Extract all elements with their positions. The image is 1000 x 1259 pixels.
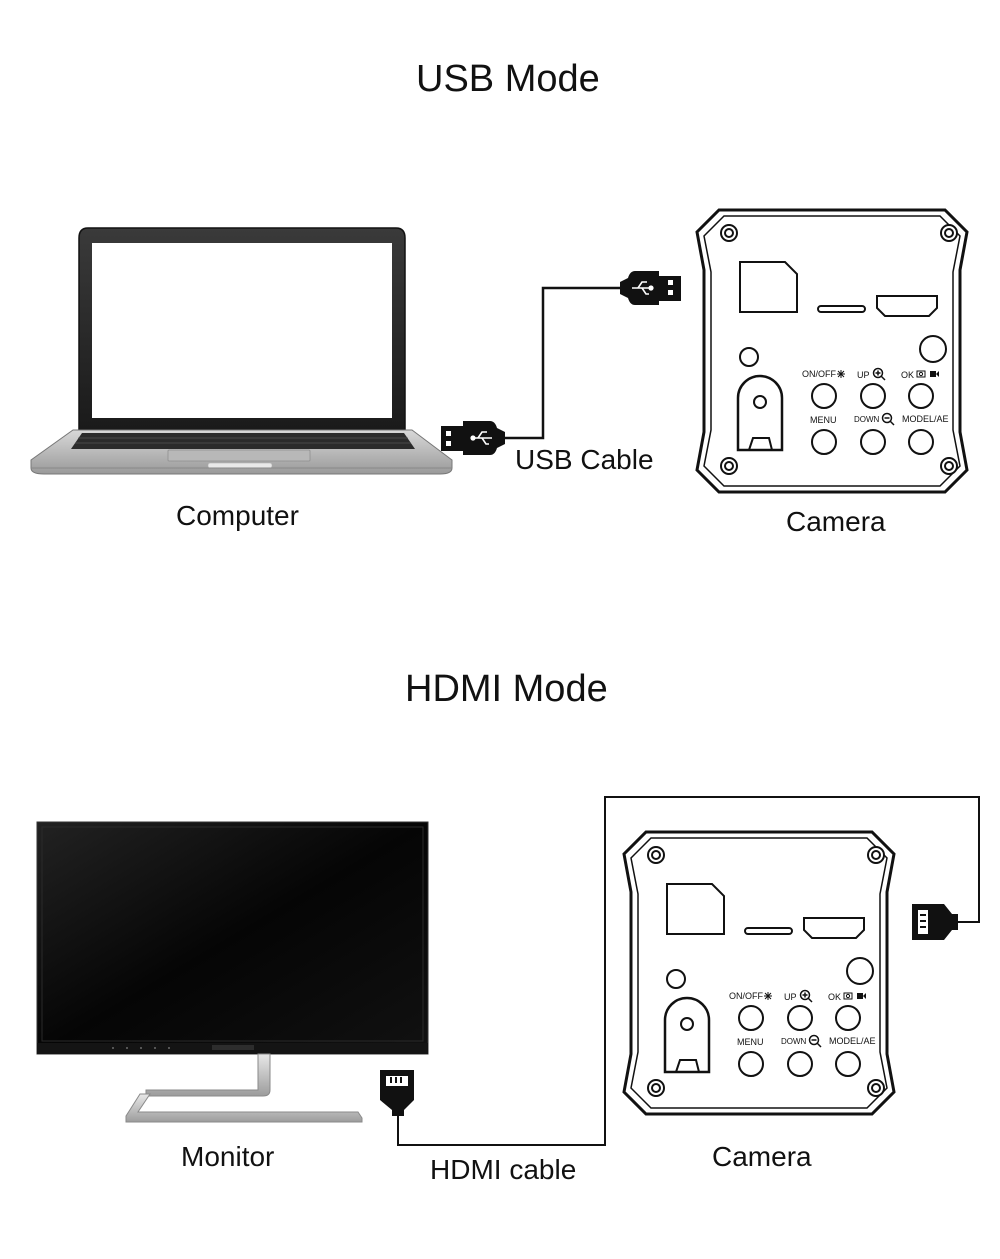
usb-cable xyxy=(504,286,622,440)
hdmi-plug-monitor xyxy=(380,1070,414,1116)
usb-camera-panel: ON/OFF UP OK MENU DOWN MODEL xyxy=(695,208,969,494)
hdmi-cable-label: HDMI cable xyxy=(430,1154,577,1185)
btn-model-ae-label: MODEL/AE xyxy=(829,1036,876,1046)
btn-up-label: UP xyxy=(784,992,797,1002)
video-icon xyxy=(857,993,866,999)
zoom-out-icon xyxy=(808,1034,822,1048)
btn-down-label: DOWN xyxy=(854,415,880,424)
hdmi-cable xyxy=(397,796,980,1146)
btn-model-ae-label: MODEL/AE xyxy=(902,414,949,424)
btn-menu-label: MENU xyxy=(737,1037,764,1047)
usb-trident-icon xyxy=(470,431,492,445)
hdmi-camera-panel: ON/OFF UP OK MENU DOWN MODEL xyxy=(622,830,896,1116)
monitor xyxy=(36,821,429,1123)
usb-mode-title: USB Mode xyxy=(416,58,600,100)
usb-plug-camera xyxy=(620,271,681,305)
laptop-screen xyxy=(92,243,392,418)
usb-camera-label: Camera xyxy=(786,506,886,537)
hdmi-plug-camera xyxy=(912,904,958,940)
btn-menu-label: MENU xyxy=(810,415,837,425)
snowflake-icon xyxy=(837,370,845,378)
usb-cable-label: USB Cable xyxy=(515,444,654,475)
monitor-label: Monitor xyxy=(181,1141,275,1172)
hdmi-camera-label: Camera xyxy=(712,1141,812,1172)
btn-on-off-label: ON/OFF xyxy=(802,369,836,379)
video-icon xyxy=(930,371,939,377)
zoom-in-icon xyxy=(872,367,886,381)
zoom-in-icon xyxy=(799,989,813,1003)
btn-down-label: DOWN xyxy=(781,1037,807,1046)
btn-ok-label: OK xyxy=(828,992,841,1002)
computer-label: Computer xyxy=(176,500,299,531)
btn-on-off-label: ON/OFF xyxy=(729,991,763,1001)
camera-icon xyxy=(916,370,926,378)
btn-up-label: UP xyxy=(857,370,870,380)
usb-trident-icon xyxy=(632,281,654,295)
laptop xyxy=(30,227,453,475)
snowflake-icon xyxy=(764,992,772,1000)
btn-ok-label: OK xyxy=(901,370,914,380)
camera-icon xyxy=(843,992,853,1000)
hdmi-mode-title: HDMI Mode xyxy=(405,668,608,710)
zoom-out-icon xyxy=(881,412,895,426)
usb-plug-laptop xyxy=(441,421,505,455)
